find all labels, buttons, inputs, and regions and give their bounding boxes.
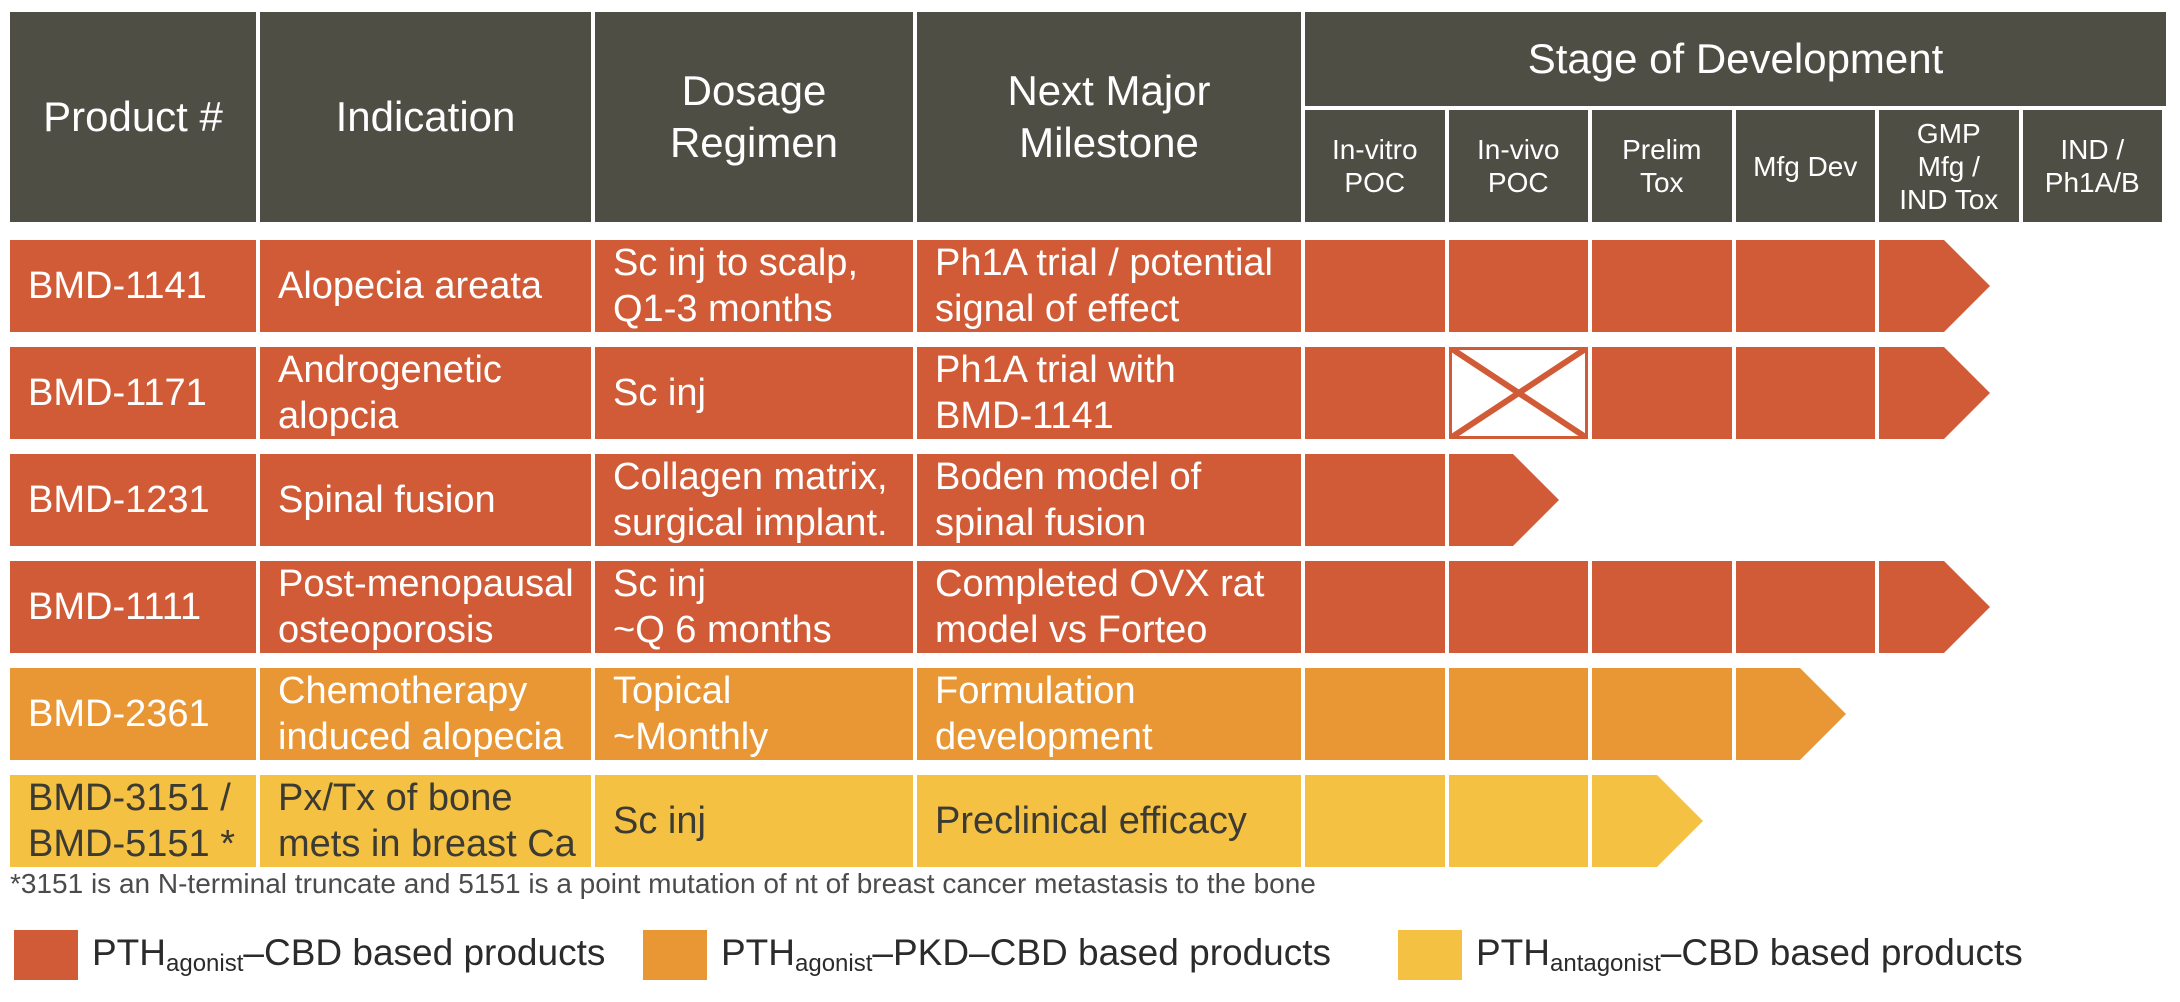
- footnote: *3151 is an N-terminal truncate and 5151…: [10, 868, 1316, 899]
- header-product: Product #: [10, 12, 256, 222]
- row-indication: Spinal fusion: [260, 454, 591, 546]
- legend-item: PTHagonist–CBD based products: [14, 930, 605, 980]
- progress-segment: [1448, 775, 1588, 867]
- skipped-stage-x-icon: [1448, 347, 1588, 439]
- legend-label: PTHagonist–PKD–CBD based products: [721, 932, 1332, 977]
- header-stage-6: IND / Ph1A/B: [2022, 110, 2162, 222]
- progress-arrow-icon: [1943, 347, 1990, 439]
- progress-arrow-icon: [1656, 775, 1703, 867]
- row-dosage: Sc inj to scalp, Q1-3 months: [595, 240, 913, 332]
- row-product: BMD-3151 / BMD-5151 *: [10, 775, 256, 867]
- header-stage-3: Prelim Tox: [1592, 110, 1732, 222]
- progress-arrow-body: [1879, 240, 1944, 332]
- progress-arrow-body: [1879, 347, 1944, 439]
- row-dosage: Sc inj: [595, 347, 913, 439]
- progress-arrow-icon: [1943, 240, 1990, 332]
- legend-label: PTHagonist–CBD based products: [92, 932, 606, 977]
- header-stage-1: In-vitro POC: [1305, 110, 1445, 222]
- progress-arrow-body: [1592, 775, 1657, 867]
- progress-arrow-body: [1879, 561, 1944, 653]
- legend-item: PTHagonist–PKD–CBD based products: [643, 930, 1331, 980]
- legend-swatch: [643, 930, 707, 980]
- progress-segment: [1592, 347, 1732, 439]
- row-product: BMD-1171: [10, 347, 256, 439]
- row-product: BMD-1231: [10, 454, 256, 546]
- row-product: BMD-1141: [10, 240, 256, 332]
- progress-segment: [1305, 240, 1445, 332]
- row-indication: Post-menopausal osteoporosis: [260, 561, 591, 653]
- progress-segment: [1735, 347, 1875, 439]
- progress-segment: [1305, 775, 1445, 867]
- progress-segment: [1448, 561, 1588, 653]
- progress-segment: [1592, 668, 1732, 760]
- row-milestone: Boden model of spinal fusion: [917, 454, 1301, 546]
- progress-arrow-body: [1448, 454, 1514, 546]
- row-indication: Androgenetic alopcia: [260, 347, 591, 439]
- row-milestone: Ph1A trial with BMD-1141: [917, 347, 1301, 439]
- row-dosage: Sc inj ~Q 6 months: [595, 561, 913, 653]
- legend-item: PTHantagonist–CBD based products: [1398, 930, 2023, 980]
- header-indication: Indication: [260, 12, 591, 222]
- progress-arrow-body: [1735, 668, 1801, 760]
- progress-segment: [1592, 240, 1732, 332]
- progress-segment: [1735, 561, 1875, 653]
- progress-segment: [1592, 561, 1732, 653]
- row-dosage: Topical ~Monthly: [595, 668, 913, 760]
- row-product: BMD-1111: [10, 561, 256, 653]
- row-indication: Alopecia areata: [260, 240, 591, 332]
- header-stage-2: In-vivo POC: [1448, 110, 1588, 222]
- progress-arrow-icon: [1943, 561, 1990, 653]
- progress-arrow-icon: [1800, 668, 1847, 760]
- header-stage-of-development: Stage of Development: [1305, 12, 2166, 106]
- row-milestone: Formulation development: [917, 668, 1301, 760]
- progress-segment: [1448, 240, 1588, 332]
- row-dosage: Sc inj: [595, 775, 913, 867]
- progress-segment: [1305, 561, 1445, 653]
- header-next-milestone: Next Major Milestone: [917, 12, 1301, 222]
- row-milestone: Completed OVX rat model vs Forteo: [917, 561, 1301, 653]
- legend-label: PTHantagonist–CBD based products: [1476, 932, 2023, 977]
- row-dosage: Collagen matrix, surgical implant.: [595, 454, 913, 546]
- progress-segment: [1448, 668, 1588, 760]
- header-dosage-regimen: Dosage Regimen: [595, 12, 913, 222]
- progress-segment: [1305, 454, 1445, 546]
- row-indication: Px/Tx of bone mets in breast Ca: [260, 775, 591, 867]
- progress-segment: [1735, 240, 1875, 332]
- header-stage-4: Mfg Dev: [1735, 110, 1875, 222]
- progress-arrow-icon: [1513, 454, 1560, 546]
- row-milestone: Preclinical efficacy: [917, 775, 1301, 867]
- legend-swatch: [14, 930, 78, 980]
- row-indication: Chemotherapy induced alopecia: [260, 668, 591, 760]
- header-stage-5: GMP Mfg / IND Tox: [1879, 110, 2019, 222]
- progress-segment: [1305, 347, 1445, 439]
- row-milestone: Ph1A trial / potential signal of effect: [917, 240, 1301, 332]
- progress-segment: [1305, 668, 1445, 760]
- legend-swatch: [1398, 930, 1462, 980]
- row-product: BMD-2361: [10, 668, 256, 760]
